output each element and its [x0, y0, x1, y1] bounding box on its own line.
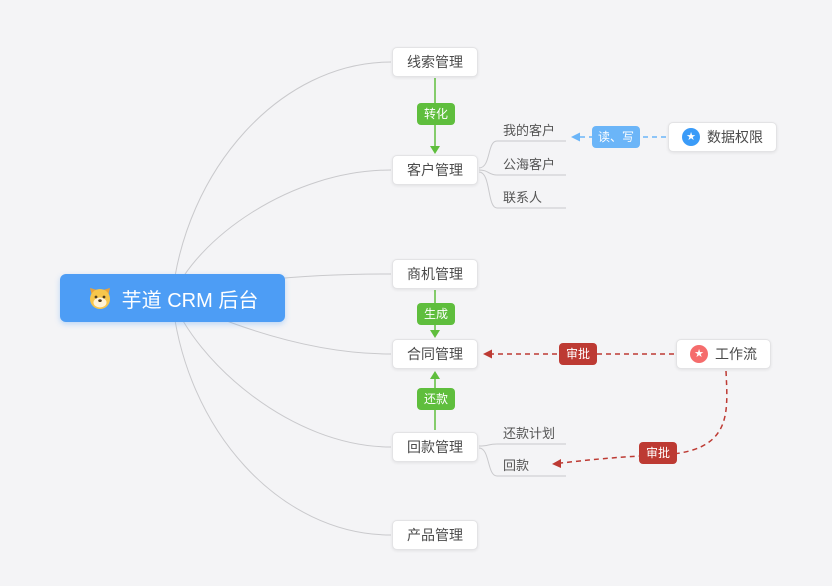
node-contract: 合同管理: [392, 339, 478, 369]
dog-icon: [87, 285, 113, 311]
edge-customer-public-sea: [478, 169, 566, 176]
node-product: 产品管理: [392, 520, 478, 550]
node-leads: 线索管理: [392, 47, 478, 77]
edge-customer-contacts: [478, 171, 566, 209]
arrowhead-approve-receipt: [552, 459, 561, 468]
edge-label-approve-contract: 审批: [559, 343, 597, 365]
edge-receivable-receipt: [478, 447, 566, 477]
node-data-permission-label: 数据权限: [707, 129, 763, 145]
root-node-crm-backend: 芋道 CRM 后台: [60, 274, 285, 322]
edge-root-product: [171, 297, 392, 536]
star-icon: ★: [690, 345, 708, 363]
arrowhead-generate: [430, 330, 440, 338]
root-label: 芋道 CRM 后台: [121, 289, 259, 312]
node-data-permission: ★ 数据权限: [668, 122, 777, 152]
edge-label-repay: 还款: [417, 388, 455, 410]
edge-customer-my-customers: [478, 140, 566, 169]
node-workflow-label: 工作流: [715, 346, 757, 362]
star-icon: ★: [682, 128, 700, 146]
child-contacts: 联系人: [503, 190, 543, 205]
edge-receivable-repay-plan: [478, 443, 566, 447]
edge-label-approve-receivable: 审批: [639, 442, 677, 464]
arrowhead-convert: [430, 146, 440, 154]
node-receivable: 回款管理: [392, 432, 478, 462]
child-repay-plan: 还款计划: [503, 426, 556, 441]
edge-label-generate: 生成: [417, 303, 455, 325]
edge-label-convert: 转化: [417, 103, 455, 125]
node-workflow: ★ 工作流: [676, 339, 771, 369]
node-customer: 客户管理: [392, 155, 478, 185]
edge-root-leads: [171, 61, 392, 299]
arrowhead-repay: [430, 371, 440, 379]
edge-root-receivable: [171, 297, 392, 448]
arrowhead-approve-contract: [483, 349, 492, 359]
edge-label-read-write: 读、写: [592, 126, 640, 148]
child-public-sea: 公海客户: [503, 157, 556, 172]
child-my-customers: 我的客户: [503, 123, 556, 138]
child-receipt: 回款: [503, 458, 530, 473]
arrowhead-read-write: [571, 132, 580, 142]
node-business: 商机管理: [392, 259, 478, 289]
